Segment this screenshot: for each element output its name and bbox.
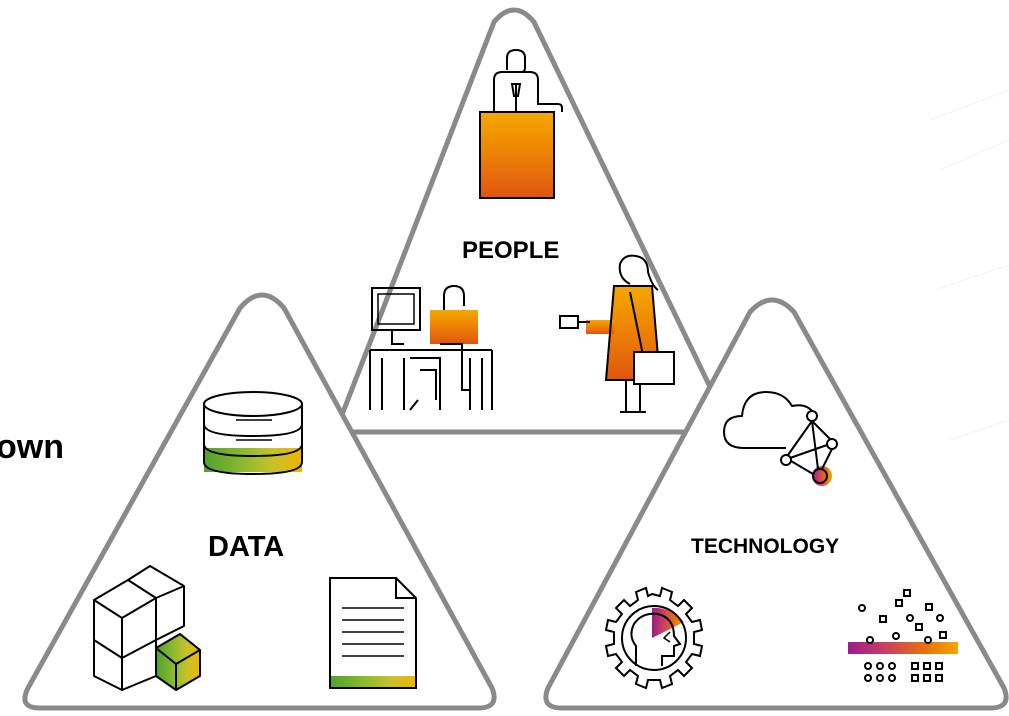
people-label: PEOPLE [462, 237, 560, 264]
cloud-network-icon [722, 390, 838, 486]
partial-side-text: own [0, 428, 64, 466]
data-label: DATA [208, 531, 285, 563]
desk-worker-icon [369, 284, 493, 411]
data-particles-icon [848, 589, 958, 682]
data-triangle [22, 292, 497, 711]
podium-speaker-icon [479, 48, 563, 199]
background-texture [929, 89, 1009, 441]
businesswoman-icon [559, 254, 675, 413]
document-icon [329, 577, 417, 689]
gear-head-icon [604, 586, 704, 690]
database-icon [203, 391, 303, 476]
cubes-icon [93, 565, 201, 691]
technology-label: TECHNOLOGY [691, 535, 840, 558]
